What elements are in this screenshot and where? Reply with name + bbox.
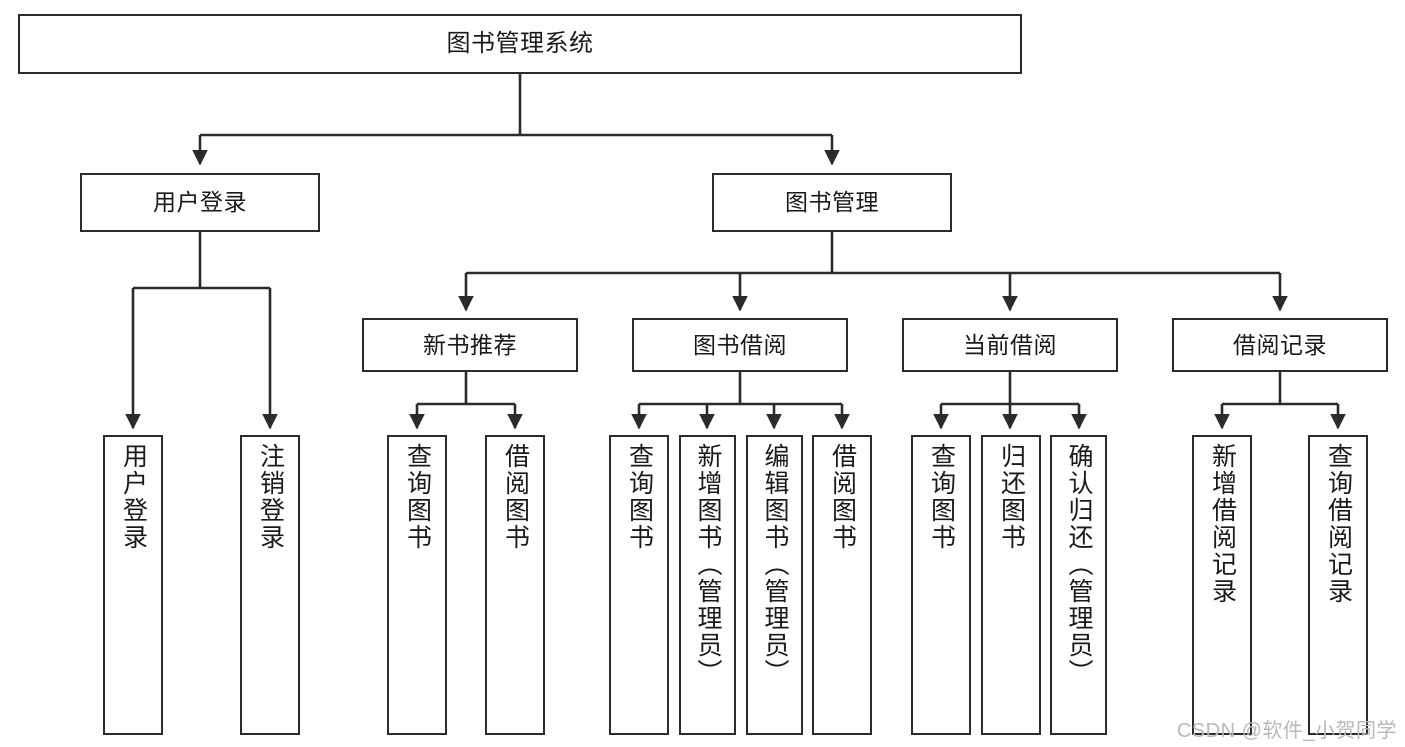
node-book-management[interactable]: 图书管理 [712,173,952,232]
node-borrow-record[interactable]: 借阅记录 [1172,318,1388,372]
node-label: 图书借阅 [693,331,787,358]
node-label: 编辑图书（管理员） [761,443,789,686]
leaf-borrow-edit-book-admin[interactable]: 编辑图书（管理员） [746,435,803,735]
node-label: 图书管理 [785,189,879,216]
leaf-recommend-borrow-book[interactable]: 借阅图书 [485,435,545,735]
node-label: 新增借阅记录 [1208,443,1237,605]
node-label: 借阅记录 [1233,331,1327,358]
node-label: 当前借阅 [963,331,1057,358]
leaf-current-return-book[interactable]: 归还图书 [981,435,1041,735]
node-book-borrow[interactable]: 图书借阅 [632,318,848,372]
leaf-borrow-add-book-admin[interactable]: 新增图书（管理员） [679,435,736,735]
node-root-system[interactable]: 图书管理系统 [18,14,1022,74]
node-current-borrow[interactable]: 当前借阅 [902,318,1118,372]
node-user-login[interactable]: 用户登录 [80,173,320,232]
node-label: 查询图书 [625,443,654,551]
leaf-borrow-borrow-book[interactable]: 借阅图书 [812,435,872,735]
node-label: 查询图书 [927,443,956,551]
leaf-user-login[interactable]: 用户登录 [103,435,163,735]
leaf-current-query-book[interactable]: 查询图书 [911,435,971,735]
node-label: 归还图书 [997,443,1026,551]
node-label: 用户登录 [119,443,148,551]
node-label: 图书管理系统 [446,30,594,58]
leaf-logout[interactable]: 注销登录 [240,435,300,735]
node-label: 查询借阅记录 [1324,443,1353,605]
node-new-book-recommend[interactable]: 新书推荐 [362,318,578,372]
leaf-current-confirm-return-admin[interactable]: 确认归还（管理员） [1050,435,1107,735]
watermark: CSDN @软件_小贺同学 [1176,720,1397,742]
leaf-record-add-borrow-record[interactable]: 新增借阅记录 [1192,435,1252,735]
leaf-borrow-query-book[interactable]: 查询图书 [609,435,669,735]
node-label: 新增图书（管理员） [694,443,722,686]
node-label: 确认归还（管理员） [1065,443,1093,686]
node-label: 借阅图书 [501,443,530,551]
node-label: 注销登录 [256,443,285,551]
node-label: 借阅图书 [828,443,857,551]
node-label: 新书推荐 [423,331,517,358]
node-label: 查询图书 [403,443,432,551]
node-label: 用户登录 [153,189,247,216]
leaf-recommend-query-book[interactable]: 查询图书 [387,435,447,735]
leaf-record-query-borrow-record[interactable]: 查询借阅记录 [1308,435,1368,735]
